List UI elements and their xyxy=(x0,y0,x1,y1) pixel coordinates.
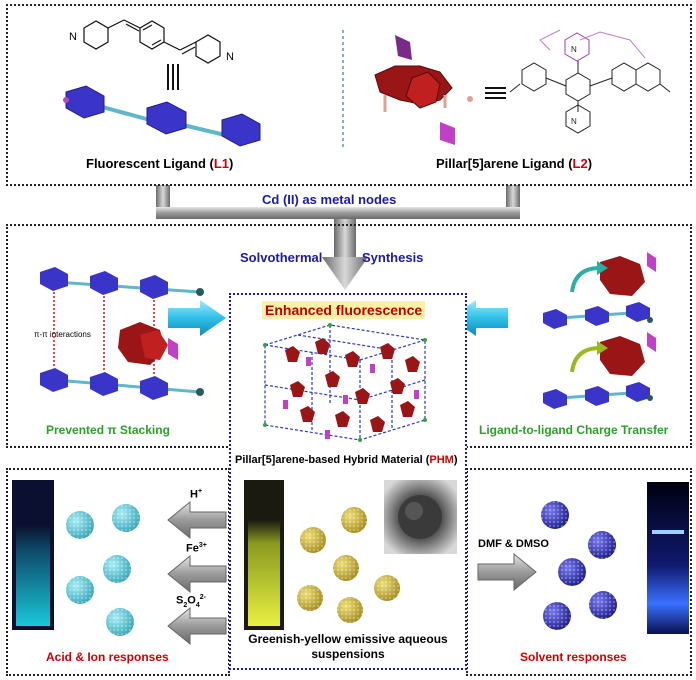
charge-transfer-model xyxy=(543,252,656,409)
emissive-label: Greenish-yellow emissive aqueous suspens… xyxy=(248,632,448,661)
l2-caption-prefix: Pillar[5]arene Ligand ( xyxy=(436,156,573,171)
acid-ion-label: Acid & Ion responses xyxy=(46,650,169,664)
phm-prefix: Pillar[5]arene-based Hybrid Material ( xyxy=(235,454,430,466)
l2-caption-suffix: ) xyxy=(587,156,593,171)
synthesis-arrow xyxy=(322,219,368,290)
h-plus-label: H+ xyxy=(190,488,202,501)
l1-n-left: N xyxy=(69,31,77,43)
s2o4-sup: 2- xyxy=(199,594,206,601)
l1-code: L1 xyxy=(213,156,230,171)
l1-3d-model xyxy=(63,85,261,147)
dmf-dmso-label: DMF & DMSO xyxy=(478,538,549,550)
bottom-right-panel xyxy=(466,468,692,676)
l1-caption: Fluorescent Ligand (L1) xyxy=(86,156,233,171)
o-sub: 4 xyxy=(195,601,200,609)
h-text: H xyxy=(190,488,198,501)
l2-code: L2 xyxy=(572,156,588,171)
top-panel xyxy=(6,4,692,186)
synthesis-label: Synthesis xyxy=(362,250,424,265)
metal-nodes-label: Cd (II) as metal nodes xyxy=(262,192,397,207)
l2-n-bottom: N xyxy=(571,117,577,126)
connector-right xyxy=(506,185,520,207)
phm-suffix: ) xyxy=(453,454,458,466)
fe-text: Fe xyxy=(186,542,199,555)
prevented-stacking-label: Prevented π Stacking xyxy=(46,423,170,437)
s-sub: 2 xyxy=(183,601,188,609)
h-sup: + xyxy=(197,488,203,495)
l2-3d-model xyxy=(374,35,473,145)
connector-bar xyxy=(156,207,520,219)
solvent-responses-label: Solvent responses xyxy=(520,650,627,664)
enhanced-fluorescence-label: Enhanced fluorescence xyxy=(262,301,426,319)
pHM-center-box xyxy=(229,293,467,670)
pi-stacking-model xyxy=(40,267,204,400)
connector-left xyxy=(156,185,170,207)
l1-chemical-structure xyxy=(83,19,221,64)
s-text: S xyxy=(176,594,184,607)
equivalence-symbol-l2 xyxy=(485,87,506,99)
charge-transfer-label: Ligand-to-ligand Charge Transfer xyxy=(479,423,669,437)
solvothermal-label: Solvothermal xyxy=(240,250,323,265)
fe-sup: 3+ xyxy=(198,542,207,549)
o-text: O xyxy=(187,594,196,607)
phm-code: PHM xyxy=(429,454,454,466)
s2o4-label: S2O42- xyxy=(176,594,206,609)
fe-label: Fe3+ xyxy=(186,542,207,555)
pi-interactions-label: π-π interactions xyxy=(34,330,91,339)
phm-caption: Pillar[5]arene-based Hybrid Material (PH… xyxy=(235,454,458,466)
l2-n-top: N xyxy=(571,45,577,54)
equivalence-symbol-l1 xyxy=(167,64,179,90)
l1-caption-prefix: Fluorescent Ligand ( xyxy=(86,156,214,171)
l1-caption-suffix: ) xyxy=(229,156,234,171)
l2-chemical-structure xyxy=(509,29,671,134)
arrow-left-to-center xyxy=(168,300,226,336)
l1-n-right: N xyxy=(226,51,234,63)
l2-caption: Pillar[5]arene Ligand (L2) xyxy=(436,156,592,171)
